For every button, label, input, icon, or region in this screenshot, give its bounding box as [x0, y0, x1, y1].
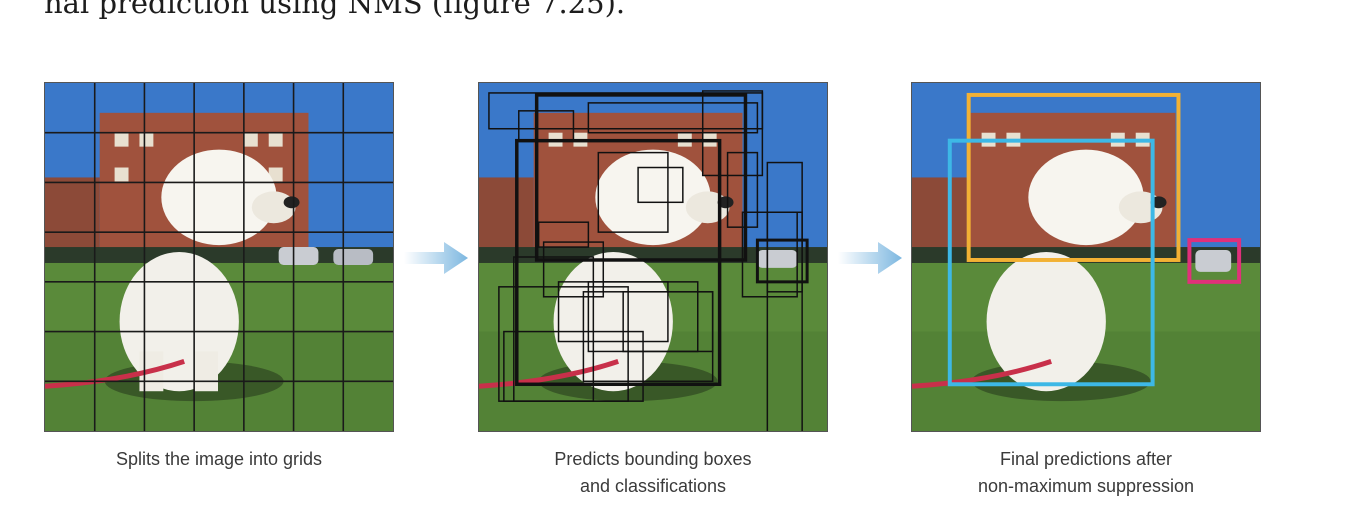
final-box-dog-body [947, 138, 1155, 387]
caption-line: Splits the image into grids [115, 449, 323, 469]
candidate-bounding-box [534, 93, 748, 262]
image-panel-final [911, 82, 1261, 432]
grid-lines [45, 83, 393, 431]
final-box-dog-head [966, 92, 1181, 262]
candidate-bounding-box [766, 211, 803, 293]
caption-line: and classifications [579, 476, 727, 496]
candidate-bounding-box [701, 90, 764, 177]
candidate-bounding-box [557, 281, 669, 343]
candidate-bounding-box [637, 166, 684, 204]
candidate-bounding-box [587, 102, 759, 134]
caption-candidates: Predicts bounding boxes and classificati… [478, 446, 828, 500]
caption-grid: Splits the image into grids [44, 446, 394, 473]
caption-final: Final predictions after non-maximum supp… [911, 446, 1261, 500]
candidate-bounding-box [518, 110, 575, 142]
final-boxes [947, 92, 1242, 387]
candidate-bounding-box [513, 256, 595, 402]
candidate-boxes [488, 90, 809, 431]
caption-line: Predicts bounding boxes [554, 449, 752, 469]
candidate-bounding-box [503, 330, 644, 402]
candidate-bounding-box [755, 238, 809, 284]
dog-photo [45, 83, 393, 431]
candidate-bounding-box [597, 151, 669, 233]
candidate-bounding-box [741, 211, 798, 298]
final-box-car [1187, 238, 1242, 284]
candidate-bounding-box [766, 161, 803, 431]
image-panel-grid [44, 82, 394, 432]
candidate-bounding-box [582, 291, 714, 383]
right-arrow-icon [838, 242, 902, 274]
candidate-bounding-box [515, 138, 722, 387]
caption-line: non-maximum suppression [977, 476, 1195, 496]
image-panel-candidates [478, 82, 828, 432]
right-arrow-icon [404, 242, 468, 274]
candidate-bounding-box [542, 241, 605, 298]
caption-line: Final predictions after [999, 449, 1173, 469]
body-text-fragment: nal prediction using NMS (figure 7.25). [44, 0, 626, 20]
candidate-bounding-box [537, 221, 590, 248]
